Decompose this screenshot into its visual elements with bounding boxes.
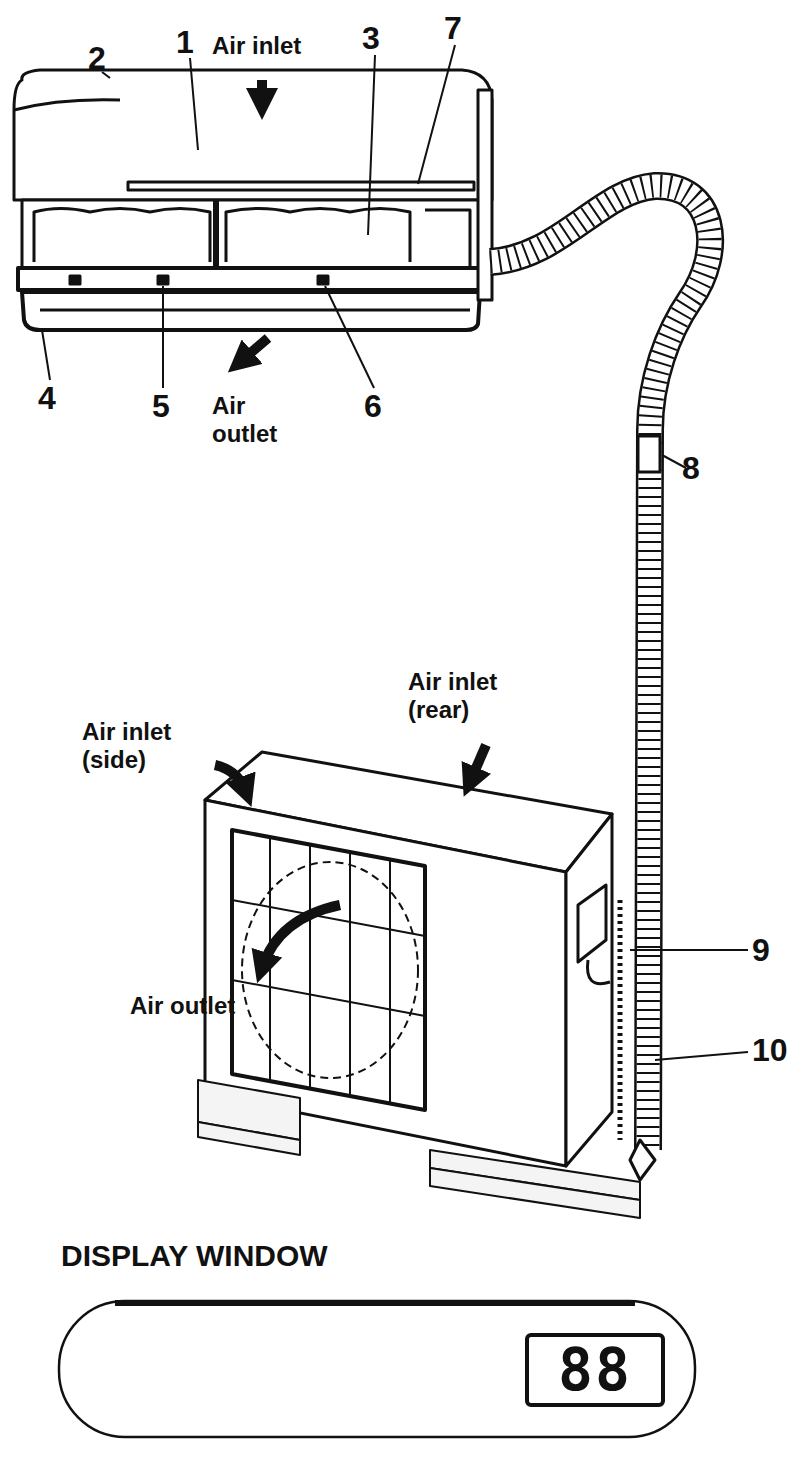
support-block	[198, 1080, 640, 1218]
cover-slot	[128, 182, 474, 190]
cable-loop	[587, 960, 610, 984]
callout-number: 3	[362, 20, 380, 57]
callout-number: 7	[444, 10, 462, 47]
callout-number: 6	[364, 388, 382, 425]
callout-number: 4	[38, 380, 56, 417]
air-filter	[34, 209, 210, 263]
fan-blade-circle	[242, 862, 418, 1078]
leader-line	[42, 330, 50, 380]
display-window: DISPLAY WINDOW 88	[55, 1235, 705, 1445]
callout-number: 1	[176, 24, 194, 61]
louver-frame	[18, 268, 484, 290]
control-panel	[425, 210, 470, 268]
display-heading: DISPLAY WINDOW	[61, 1239, 328, 1273]
louver-clip	[70, 276, 80, 284]
horizontal-louver	[22, 292, 480, 330]
airflow-label: Air outlet	[212, 392, 292, 447]
valve-cover	[578, 885, 606, 962]
connecting-cable	[618, 900, 623, 1140]
drain-pipe-end	[630, 1140, 655, 1180]
callout-number: 8	[682, 450, 700, 487]
callout-number: 9	[752, 932, 770, 969]
indoor-unit-cover	[14, 70, 492, 200]
airflow-label: Air inlet	[212, 32, 301, 60]
leader-line	[630, 949, 748, 951]
callout-number: 5	[152, 388, 170, 425]
airflow-label: Air inlet (side)	[82, 718, 192, 773]
leader-line	[190, 58, 198, 150]
cover-edge	[14, 100, 120, 110]
fan-grille	[232, 837, 425, 1104]
leader-line	[418, 45, 455, 184]
fan-grille-frame	[232, 830, 425, 1110]
leader-line	[162, 286, 164, 388]
louver-edge	[40, 309, 470, 312]
airflow-label: Air outlet	[130, 992, 235, 1020]
air-filter	[226, 209, 410, 263]
airflow-arrow	[215, 80, 486, 968]
leader-line	[368, 55, 375, 235]
callout-number: 2	[88, 40, 106, 77]
filter-divider	[213, 200, 219, 270]
drain-hose-clamp	[638, 436, 660, 472]
airflow-label: Air inlet (rear)	[408, 668, 518, 723]
display-band	[59, 1301, 695, 1437]
leader-line	[325, 286, 374, 388]
callout-number: 10	[752, 1032, 788, 1069]
leader-line	[655, 1052, 748, 1060]
louver-clip	[318, 276, 328, 284]
louver-clip	[158, 276, 168, 284]
outdoor-side	[566, 814, 612, 1166]
segment-digits: 88	[558, 1341, 632, 1399]
unit-end-cap	[478, 90, 492, 300]
digit-display: 88	[525, 1333, 665, 1407]
display-band-top	[115, 1300, 635, 1306]
